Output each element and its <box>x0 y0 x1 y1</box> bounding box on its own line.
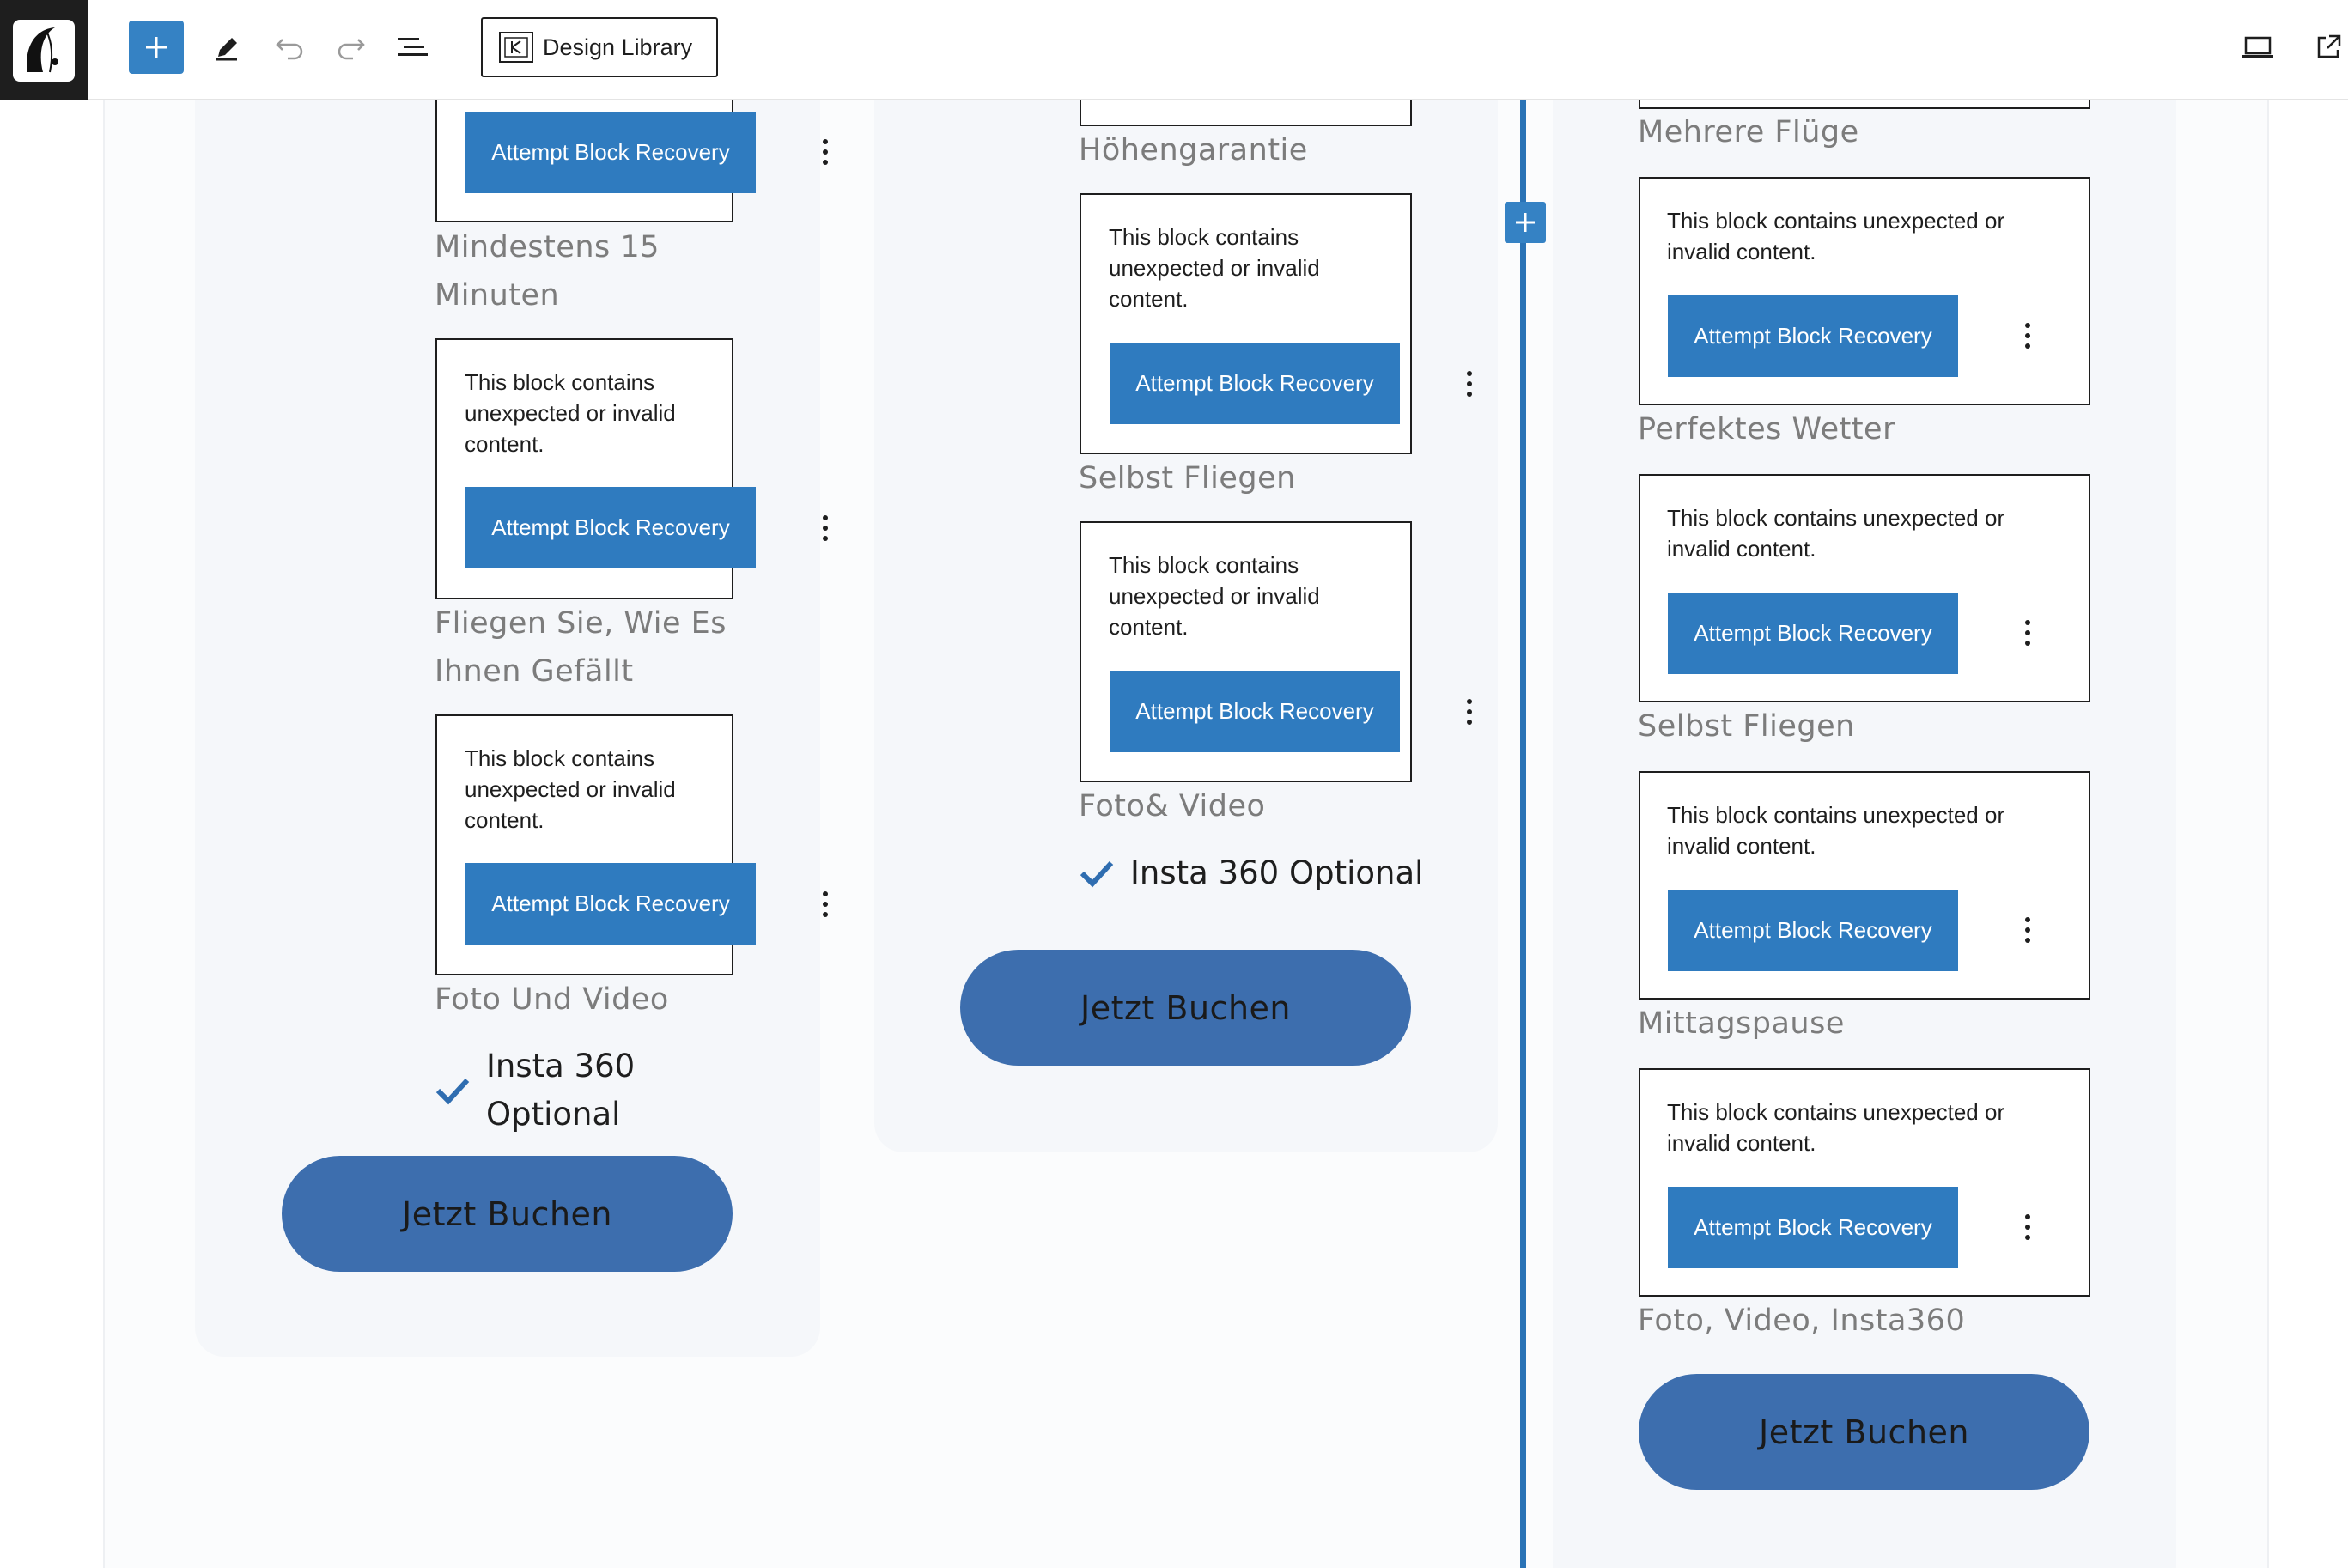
feature-label: Mittagspause <box>1638 1006 1845 1041</box>
checkmark-icon <box>435 1078 470 1105</box>
invalid-block-message: This block contains unexpected or invali… <box>1667 505 2005 562</box>
laptop-icon <box>2242 36 2273 58</box>
undo-button[interactable] <box>268 26 311 69</box>
feature-label: Höhengarantie <box>1079 133 1308 167</box>
redo-button[interactable] <box>330 26 373 69</box>
feature-label: Perfektes Wetter <box>1638 412 1895 447</box>
feature-label: Mehrere Flüge <box>1638 115 1859 149</box>
feature-label: Foto& Video <box>1079 789 1266 824</box>
feature-label: Mindestens 15 Minuten <box>435 230 660 313</box>
invalid-block <box>1080 100 1412 126</box>
view-post-button[interactable] <box>2307 26 2348 69</box>
preview-button[interactable] <box>2236 26 2279 69</box>
invalid-block-message: This block contains unexpected or invali… <box>1667 802 2005 859</box>
invalid-block-message: This block contains unexpected or invali… <box>1109 552 1320 640</box>
site-logo-button[interactable] <box>0 0 88 100</box>
checklist-text: Insta 360 Optional <box>1130 854 1424 891</box>
invalid-block-message: This block contains unexpected or invali… <box>1667 1099 2005 1156</box>
more-options-icon[interactable] <box>1463 695 1475 729</box>
page-border-left <box>103 100 105 1568</box>
attempt-block-recovery-button[interactable]: Attempt Block Recovery <box>1110 343 1400 424</box>
checklist-item: Insta 360 Optional <box>1079 849 1423 897</box>
design-library-button[interactable]: Design Library <box>481 17 718 77</box>
attempt-block-recovery-button[interactable]: Attempt Block Recovery <box>1668 593 1958 674</box>
document-overview-button[interactable] <box>392 26 435 69</box>
invalid-block <box>1639 100 2090 109</box>
attempt-block-recovery-button[interactable]: Attempt Block Recovery <box>1668 295 1958 377</box>
attempt-block-recovery-button[interactable]: Attempt Block Recovery <box>1668 1187 1958 1268</box>
editor-canvas: Attempt Block Recovery Mindestens 15 Min… <box>0 100 2348 1568</box>
edit-tools-button[interactable] <box>206 26 249 69</box>
paraglider-logo-icon <box>13 19 75 82</box>
more-options-icon[interactable] <box>819 887 831 921</box>
more-options-icon[interactable] <box>819 135 831 169</box>
book-now-button[interactable]: Jetzt Buchen <box>1639 1374 2089 1490</box>
attempt-block-recovery-button[interactable]: Attempt Block Recovery <box>465 487 756 568</box>
more-options-icon[interactable] <box>1463 367 1475 401</box>
undo-icon <box>276 39 303 60</box>
redo-icon <box>338 39 365 60</box>
book-now-button[interactable]: Jetzt Buchen <box>282 1156 733 1272</box>
feature-label: Foto Und Video <box>435 982 669 1017</box>
checklist-text: Insta 360 Optional <box>486 1048 636 1133</box>
page-border-right <box>2267 100 2269 1568</box>
column-selection-bar <box>1520 100 1526 1568</box>
list-view-icon <box>398 38 428 56</box>
kadence-library-icon <box>499 32 533 63</box>
attempt-block-recovery-button[interactable]: Attempt Block Recovery <box>465 863 756 945</box>
block-inserter-button[interactable] <box>129 21 184 74</box>
more-options-icon[interactable] <box>2022 1210 2034 1244</box>
more-options-icon[interactable] <box>2022 616 2034 650</box>
attempt-block-recovery-button[interactable]: Attempt Block Recovery <box>465 112 756 193</box>
attempt-block-recovery-button[interactable]: Attempt Block Recovery <box>1668 890 1958 971</box>
checkmark-icon <box>1080 860 1114 888</box>
book-now-button[interactable]: Jetzt Buchen <box>960 950 1411 1066</box>
invalid-block-message: This block contains unexpected or invali… <box>465 369 676 457</box>
more-options-icon[interactable] <box>819 511 831 545</box>
plus-icon <box>146 37 167 58</box>
block-inserter-inline-button[interactable] <box>1505 202 1546 243</box>
feature-label: Selbst Fliegen <box>1079 461 1296 495</box>
feature-label: Foto, Video, Insta360 <box>1638 1304 1966 1338</box>
pencil-icon <box>216 38 237 61</box>
plus-icon <box>1516 213 1535 232</box>
attempt-block-recovery-button[interactable]: Attempt Block Recovery <box>1110 671 1400 752</box>
feature-label: Fliegen Sie, Wie Es Ihnen Gefällt <box>435 606 727 689</box>
invalid-block-message: This block contains unexpected or invali… <box>1109 224 1320 312</box>
invalid-block-message: This block contains unexpected or invali… <box>465 745 676 833</box>
feature-label: Selbst Fliegen <box>1638 709 1855 744</box>
editor-toolbar: Design Library <box>0 0 2348 100</box>
external-link-icon <box>2317 34 2341 58</box>
more-options-icon[interactable] <box>2022 319 2034 353</box>
design-library-label: Design Library <box>543 33 693 60</box>
checklist-item: Insta 360 Optional <box>435 1042 658 1139</box>
invalid-block-message: This block contains unexpected or invali… <box>1667 208 2005 264</box>
more-options-icon[interactable] <box>2022 913 2034 947</box>
